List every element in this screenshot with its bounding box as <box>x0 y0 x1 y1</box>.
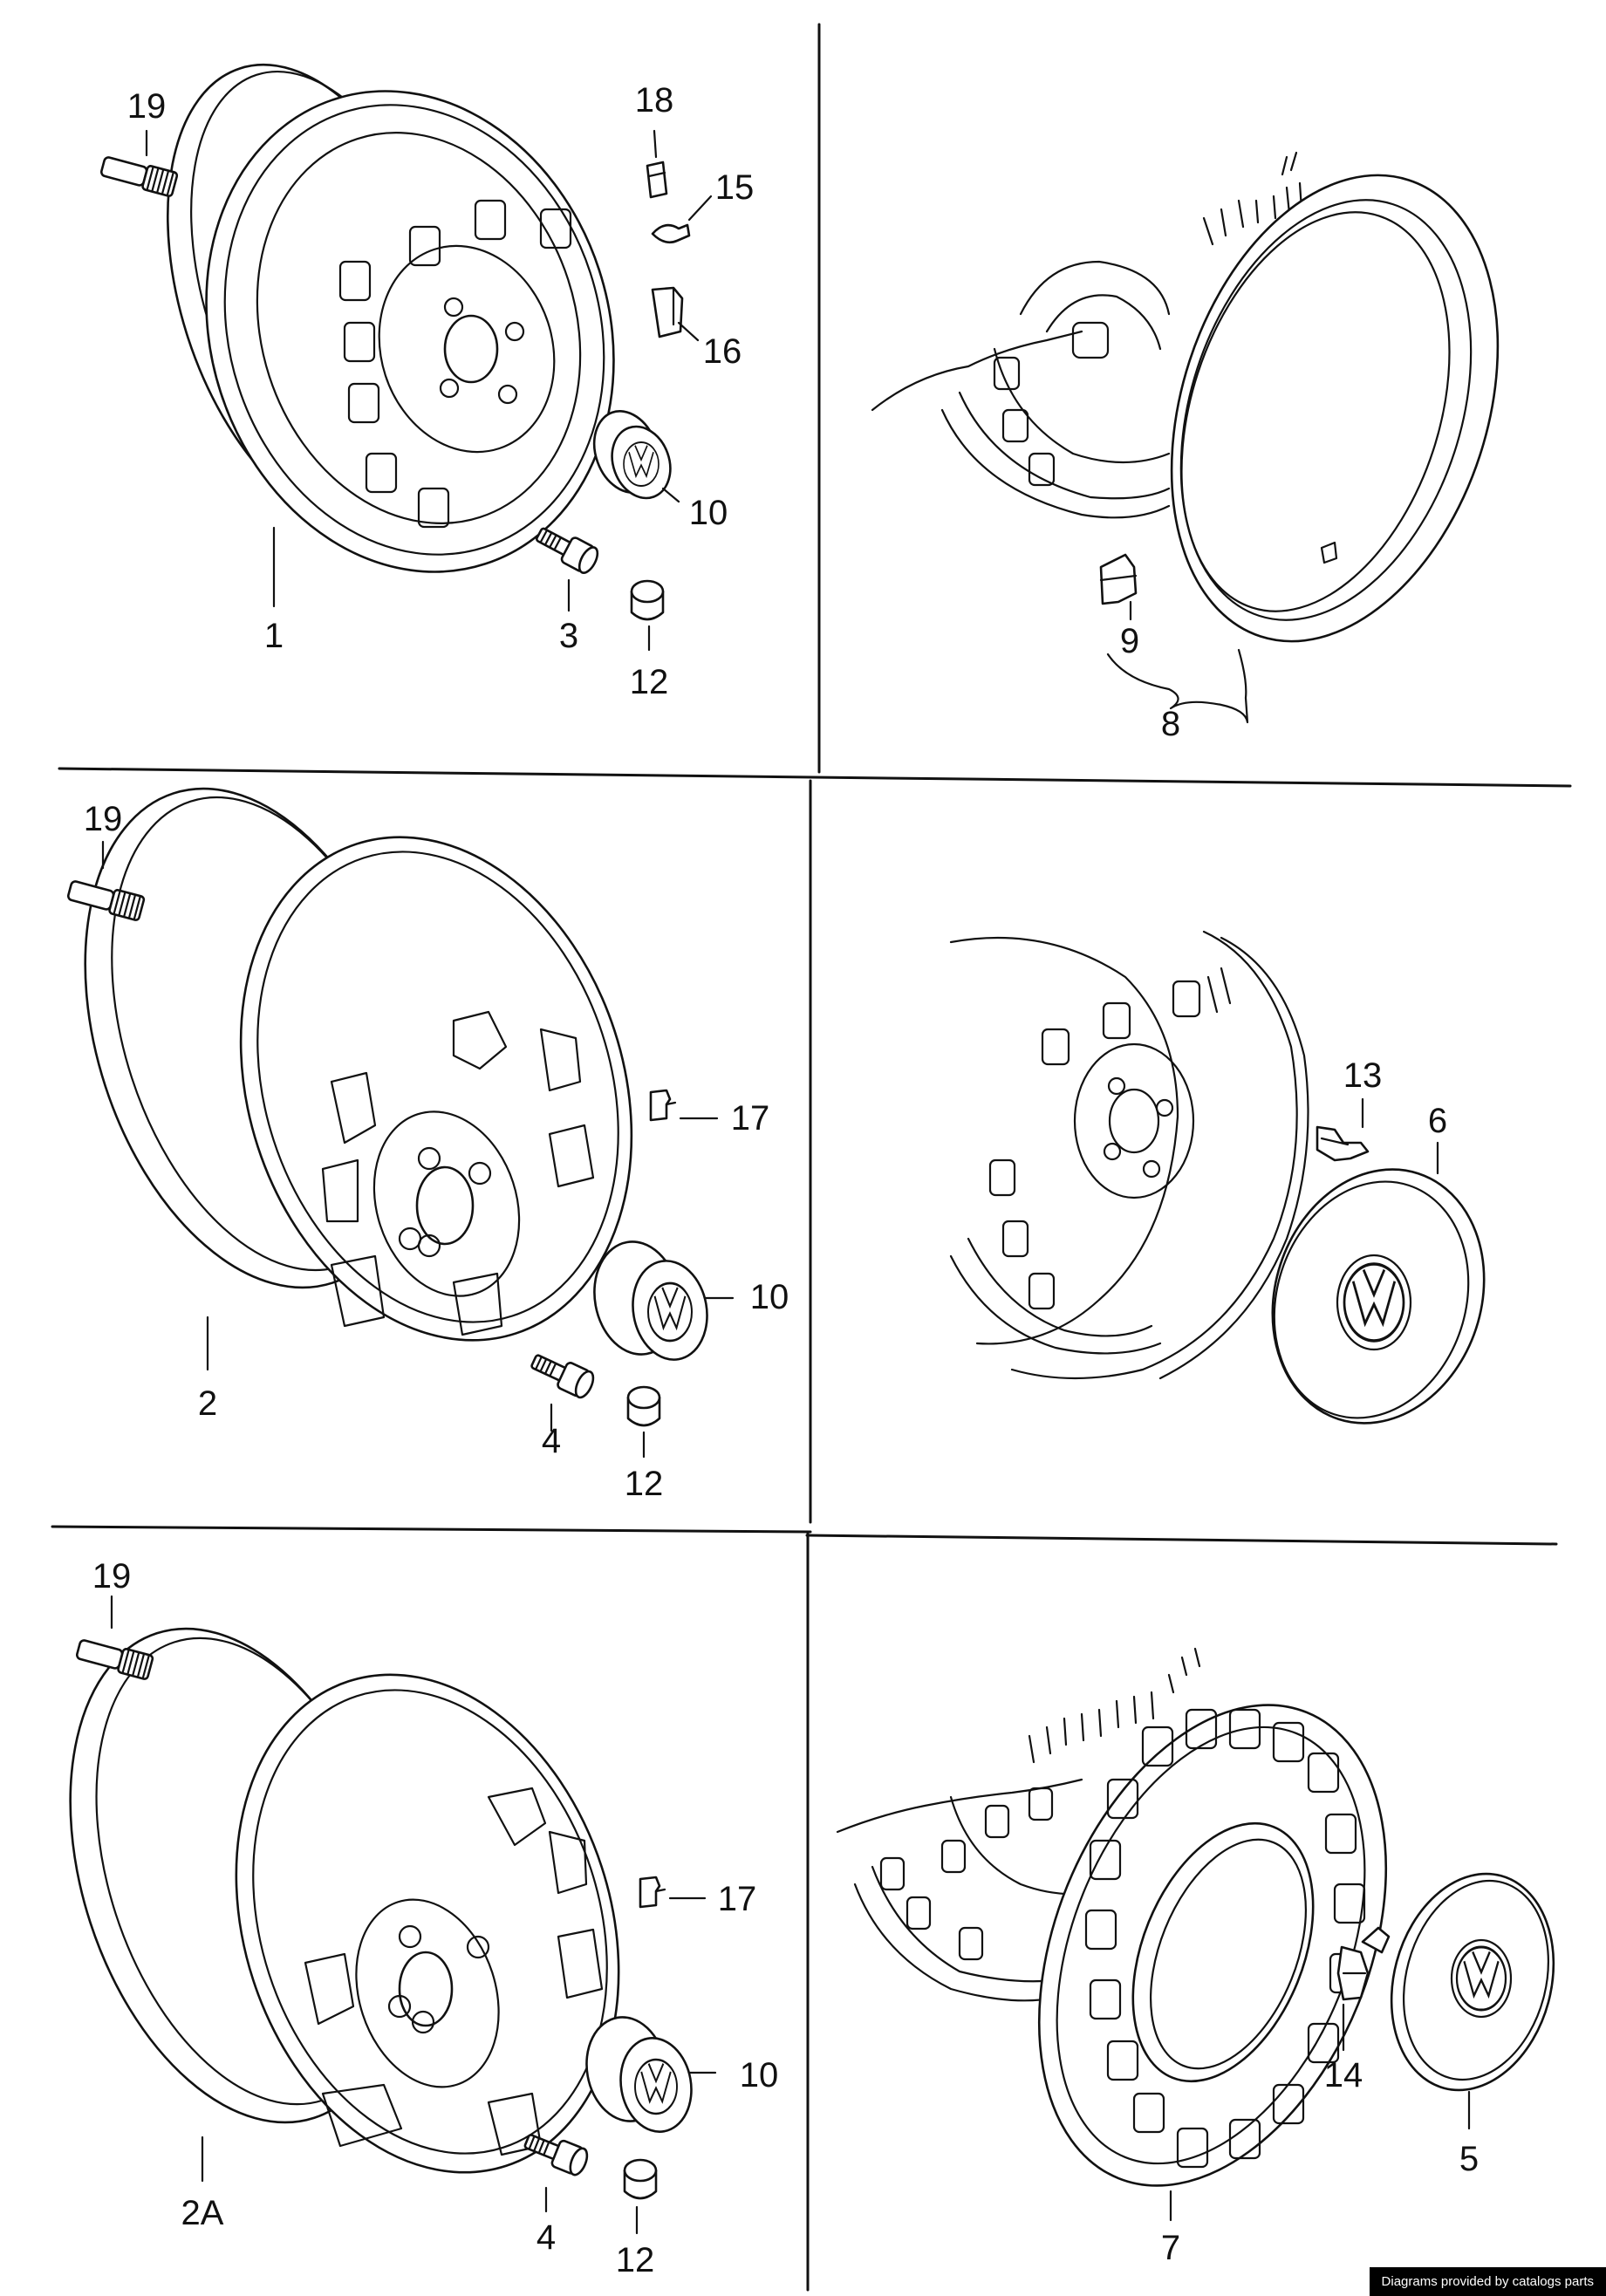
nut-cap-12 <box>630 579 665 621</box>
center-cap-6 <box>1271 1168 1486 1425</box>
label-17: 17 <box>731 1099 770 1138</box>
wheel-rim-2a <box>69 1627 620 2174</box>
clip-9 <box>1099 553 1138 605</box>
bolt-4 <box>526 1347 598 1402</box>
label-4: 4 <box>542 1422 561 1460</box>
label-18: 18 <box>635 81 674 120</box>
panel-4: 13 6 <box>949 930 1486 1425</box>
label-14: 14 <box>1324 2056 1363 2094</box>
label-2a: 2A <box>181 2194 224 2232</box>
label-16: 16 <box>703 332 742 371</box>
label-10-c: 10 <box>740 2056 779 2094</box>
label-19-c: 19 <box>92 1557 132 1596</box>
panel-2: 9 8 <box>871 151 1500 743</box>
label-15: 15 <box>715 168 755 207</box>
panel-5: 19 17 10 4 12 2A <box>69 1557 779 2279</box>
wheel-cover-7 <box>1037 1704 1388 2187</box>
label-8: 8 <box>1161 705 1180 743</box>
clip-14 <box>1336 1926 1391 2001</box>
trim-ring-8 <box>1170 174 1500 643</box>
bolt-3 <box>531 520 603 577</box>
hubcap-10-c <box>585 2016 693 2133</box>
clip-17 <box>649 1089 677 1122</box>
label-19-b: 19 <box>84 800 123 838</box>
label-5: 5 <box>1459 2140 1479 2178</box>
panel-6: 7 14 5 <box>836 1647 1555 2267</box>
clip-16 <box>651 286 684 338</box>
panel-separators <box>51 23 1572 2292</box>
panel-3: 19 17 10 4 12 2 <box>65 787 789 1503</box>
label-7: 7 <box>1161 2229 1180 2267</box>
footer-credit: Diagrams provided by catalogs parts <box>1369 2267 1606 2296</box>
label-2: 2 <box>198 1384 217 1423</box>
label-1: 1 <box>264 617 284 655</box>
hubcap-10 <box>592 410 672 500</box>
label-12: 12 <box>630 663 669 701</box>
wheel-rim-2 <box>84 787 633 1342</box>
background-wheel-sketch-2 <box>871 151 1303 519</box>
label-9: 9 <box>1120 622 1139 660</box>
label-19: 19 <box>127 87 167 126</box>
label-4-b: 4 <box>536 2218 556 2257</box>
background-wheel-sketch-4 <box>949 930 1309 1380</box>
clip-15 <box>651 223 691 244</box>
label-3: 3 <box>559 617 578 655</box>
clip-13 <box>1316 1125 1370 1162</box>
wheel-rim-1 <box>167 63 615 573</box>
label-10-b: 10 <box>750 1278 789 1316</box>
stud-19 <box>99 153 180 198</box>
center-cap-5 <box>1390 1872 1555 2092</box>
label-10: 10 <box>689 494 728 532</box>
nut-cap-12-c <box>623 2158 658 2200</box>
label-12-c: 12 <box>616 2241 655 2279</box>
label-13: 13 <box>1343 1056 1383 1095</box>
hubcap-10-b <box>593 1240 708 1361</box>
panel-1: 19 18 15 16 10 3 12 1 <box>99 63 755 701</box>
background-wheel-sketch-6 <box>836 1647 1201 2002</box>
clip-17-b <box>639 1876 666 1909</box>
label-17-b: 17 <box>718 1880 757 1918</box>
label-12-b: 12 <box>625 1465 664 1503</box>
nut-cap-12-b <box>626 1385 661 1427</box>
valve-18 <box>646 161 668 199</box>
label-6: 6 <box>1428 1102 1447 1140</box>
